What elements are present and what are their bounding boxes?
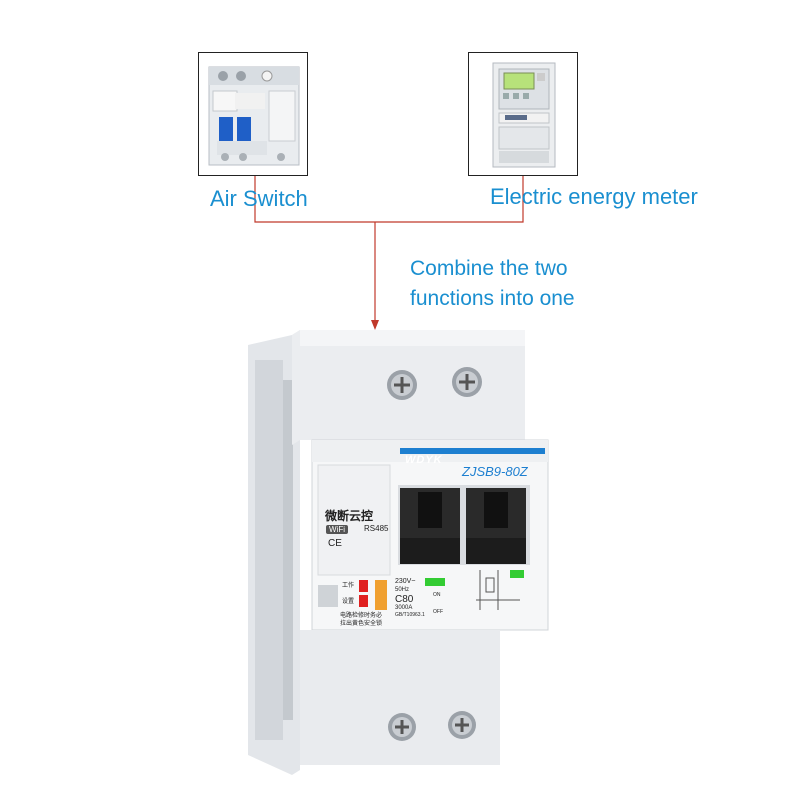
air-switch-image-frame — [198, 52, 308, 176]
air-switch-icon — [208, 66, 300, 166]
warning-line-2: 拉出黄色安全锁 — [340, 621, 383, 627]
status-window — [510, 570, 524, 578]
rating-curve: C80 — [395, 594, 414, 605]
product-name-cn: 微断云控 — [325, 509, 374, 523]
combine-caption-line-2: functions into one — [410, 287, 575, 310]
circuit-diagram-icon — [476, 570, 520, 610]
model-number: ZJSB9-80Z — [462, 464, 528, 479]
ce-mark: CE — [328, 538, 342, 549]
set-label: 设置 — [342, 599, 355, 605]
air-switch-label: Air Switch — [210, 186, 308, 211]
toggle-handle-right[interactable] — [466, 488, 526, 564]
energy-meter-image-frame — [468, 52, 578, 176]
rating-voltage: 230V~ — [395, 578, 416, 585]
bottom-screw-left — [388, 713, 416, 741]
safety-lock-yellow[interactable] — [375, 580, 387, 610]
rs485-label: RS485 — [364, 524, 389, 533]
set-indicator — [359, 595, 368, 607]
toggle-handle-left[interactable] — [400, 488, 460, 564]
rating-frequency: 50Hz — [395, 587, 410, 593]
top-screw-left — [387, 370, 417, 400]
warning-line-1: 电路检修时务必 — [340, 613, 383, 619]
reset-button[interactable] — [318, 585, 338, 607]
on-indicator-window — [425, 578, 445, 586]
standard-label: GB/T10963.1 — [395, 612, 425, 618]
connector-bracket — [254, 175, 524, 223]
brand-logo: WDYK — [405, 454, 443, 466]
rating-breaking: 3000A — [395, 605, 413, 611]
bottom-screw-right — [448, 711, 476, 739]
breaker-side-rail — [255, 360, 283, 740]
top-screw-right — [452, 367, 482, 397]
combine-caption-line-1: Combine the two — [410, 257, 568, 280]
energy-meter-label: Electric energy meter — [490, 184, 698, 209]
work-label: 工作 — [342, 583, 355, 589]
breaker-lower-block — [300, 630, 500, 765]
off-label: OFF — [433, 609, 443, 615]
combine-caption: Combine the two functions into one — [410, 254, 575, 314]
wifi-badge: WiFi — [326, 525, 348, 534]
brand-stripe — [400, 448, 545, 454]
energy-meter-icon — [492, 62, 556, 168]
arrow-down-icon — [371, 320, 379, 330]
work-indicator — [359, 580, 368, 592]
on-label: ON — [433, 592, 441, 598]
